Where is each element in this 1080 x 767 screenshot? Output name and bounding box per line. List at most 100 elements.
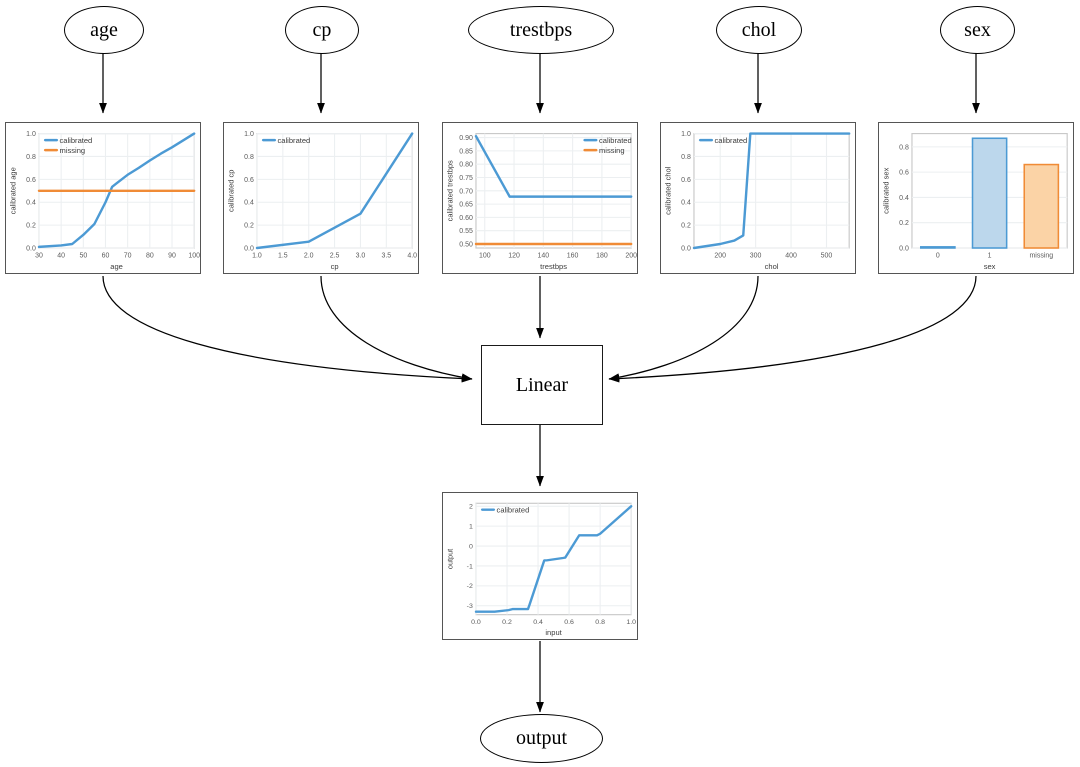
svg-text:0.4: 0.4 [899, 195, 909, 202]
svg-text:0: 0 [936, 253, 940, 260]
svg-text:0.4: 0.4 [244, 200, 254, 207]
svg-text:0.2: 0.2 [502, 619, 512, 626]
svg-text:0.6: 0.6 [899, 170, 909, 177]
svg-text:0.2: 0.2 [681, 223, 691, 230]
svg-text:400: 400 [785, 253, 797, 260]
plot-panel-output[interactable]: 0.0 0.2 0.4 0.6 0.8 1.0 -3 -2 -1 0 1 2 input output ca… [442, 492, 638, 640]
svg-text:0.8: 0.8 [681, 154, 691, 161]
svg-text:3.5: 3.5 [381, 253, 391, 260]
svg-text:0.0: 0.0 [26, 246, 36, 253]
svg-text:calibrated: calibrated [278, 136, 311, 145]
node-trestbps-label: trestbps [509, 18, 573, 41]
svg-text:1.0: 1.0 [252, 253, 262, 260]
svg-text:missing: missing [1029, 253, 1053, 260]
svg-text:-2: -2 [467, 583, 473, 590]
svg-text:30: 30 [35, 253, 43, 260]
svg-text:-1: -1 [467, 563, 473, 570]
svg-text:0.4: 0.4 [681, 200, 691, 207]
svg-text:0.6: 0.6 [26, 177, 36, 184]
svg-text:0.80: 0.80 [459, 162, 473, 169]
plot-output: 0.0 0.2 0.4 0.6 0.8 1.0 -3 -2 -1 0 1 2 input output ca… [443, 493, 637, 639]
svg-text:calibrated sex: calibrated sex [882, 167, 891, 213]
node-output[interactable]: output [480, 714, 603, 763]
svg-text:0.8: 0.8 [899, 144, 909, 151]
svg-text:60: 60 [102, 253, 110, 260]
svg-text:0.0: 0.0 [899, 246, 909, 253]
svg-text:1: 1 [469, 524, 473, 531]
svg-text:calibrated cp: calibrated cp [227, 170, 236, 212]
svg-text:0.0: 0.0 [471, 619, 481, 626]
svg-text:0.50: 0.50 [459, 242, 473, 249]
svg-text:1.0: 1.0 [26, 131, 36, 138]
svg-text:age: age [110, 262, 123, 271]
svg-text:input: input [545, 628, 561, 637]
node-age[interactable]: age [64, 6, 144, 54]
svg-text:sex: sex [984, 262, 996, 271]
svg-text:70: 70 [124, 253, 132, 260]
svg-text:0.55: 0.55 [459, 228, 473, 235]
svg-text:0.70: 0.70 [459, 188, 473, 195]
svg-text:300: 300 [750, 253, 762, 260]
edge-cholplot-to-linear [608, 275, 759, 382]
svg-text:output: output [446, 549, 455, 569]
svg-text:calibrated: calibrated [497, 505, 530, 514]
svg-text:0.65: 0.65 [459, 202, 473, 209]
svg-text:0.90: 0.90 [459, 135, 473, 142]
svg-text:0.60: 0.60 [459, 215, 473, 222]
svg-text:0.8: 0.8 [595, 619, 605, 626]
svg-text:0.2: 0.2 [244, 223, 254, 230]
node-chol-label: chol [741, 18, 777, 41]
svg-text:0.85: 0.85 [459, 148, 473, 155]
svg-text:80: 80 [146, 253, 154, 260]
svg-text:missing: missing [60, 146, 86, 155]
svg-text:2.5: 2.5 [330, 253, 340, 260]
svg-text:0.4: 0.4 [533, 619, 543, 626]
svg-text:cp: cp [331, 262, 339, 271]
svg-text:1.5: 1.5 [278, 253, 288, 260]
svg-text:calibrated: calibrated [715, 136, 748, 145]
svg-text:1: 1 [988, 253, 992, 260]
node-linear-label: Linear [515, 373, 569, 396]
svg-text:0: 0 [469, 544, 473, 551]
svg-text:calibrated: calibrated [60, 136, 93, 145]
edge-sexplot-to-linear [608, 275, 977, 383]
svg-text:trestbps: trestbps [540, 262, 567, 271]
node-cp[interactable]: cp [285, 6, 359, 54]
svg-text:180: 180 [596, 253, 608, 260]
svg-text:100: 100 [188, 253, 200, 260]
node-sex-label: sex [964, 18, 991, 41]
node-sex[interactable]: sex [940, 6, 1015, 54]
svg-text:1.0: 1.0 [626, 619, 636, 626]
svg-text:200: 200 [625, 253, 637, 260]
svg-text:50: 50 [79, 253, 87, 260]
svg-text:90: 90 [168, 253, 176, 260]
svg-text:0.6: 0.6 [564, 619, 574, 626]
svg-text:0.4: 0.4 [26, 200, 36, 207]
node-linear[interactable]: Linear [481, 345, 603, 425]
node-cp-label: cp [312, 18, 332, 41]
plot-sex: 0 1 missing 0.0 0.2 0.4 0.6 0.8 sex calibrated se… [879, 123, 1073, 273]
node-trestbps[interactable]: trestbps [468, 6, 614, 54]
svg-text:500: 500 [821, 253, 833, 260]
node-output-label: output [515, 727, 568, 749]
svg-text:4.0: 4.0 [407, 253, 417, 260]
edge-ageplot-to-linear [102, 275, 473, 383]
svg-text:0.0: 0.0 [681, 246, 691, 253]
svg-text:0.2: 0.2 [899, 220, 909, 227]
svg-text:calibrated age: calibrated age [9, 167, 18, 214]
svg-text:100: 100 [479, 253, 491, 260]
svg-text:2: 2 [469, 504, 473, 511]
node-chol[interactable]: chol [716, 6, 802, 54]
plot-panel-sex[interactable]: 0 1 missing 0.0 0.2 0.4 0.6 0.8 sex calibrated se… [878, 122, 1074, 274]
svg-text:0.0: 0.0 [244, 246, 254, 253]
svg-text:-3: -3 [467, 603, 473, 610]
